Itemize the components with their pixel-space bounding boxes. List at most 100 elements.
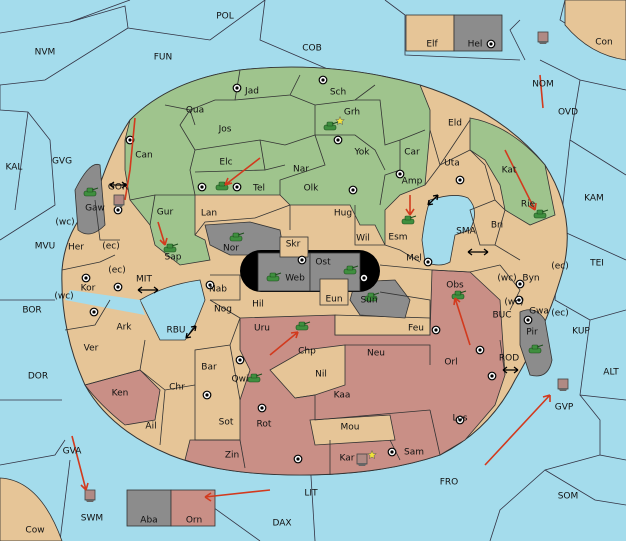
fleet-unit-icon[interactable] xyxy=(537,31,549,44)
label-dax: DAX xyxy=(272,519,291,529)
label-fro: FRO xyxy=(440,478,459,488)
label-nil: Nil xyxy=(315,370,327,380)
army-unit-icon[interactable] xyxy=(323,121,339,131)
supply-center-dot xyxy=(296,457,300,461)
label-yok: Yok xyxy=(353,148,370,158)
label-rie: Rie xyxy=(521,200,536,210)
army-unit-icon[interactable] xyxy=(528,344,544,354)
sea-mit-channel xyxy=(65,290,145,315)
label-fun: FUN xyxy=(154,53,173,63)
supply-center-dot xyxy=(200,185,204,189)
label-orn: Orn xyxy=(186,516,202,526)
supply-center-dot xyxy=(128,138,132,142)
sea-sma[interactable] xyxy=(421,195,475,266)
star-icon xyxy=(367,449,377,460)
label-kam: KAM xyxy=(584,194,604,204)
fleet-unit-icon[interactable] xyxy=(356,453,368,466)
army-unit-icon[interactable] xyxy=(295,321,311,331)
supply-center-dot xyxy=(235,86,239,90)
label-mel: Mel xyxy=(406,254,422,264)
label-sam: Sam xyxy=(404,448,424,458)
army-unit-icon[interactable] xyxy=(215,181,231,191)
supply-center-dot xyxy=(390,450,394,454)
label-nar: Nar xyxy=(293,165,309,175)
sea-rbu[interactable] xyxy=(139,279,206,341)
label-rod: ROD xyxy=(499,354,519,364)
label-sun: Sun xyxy=(360,296,377,306)
supply-center-dot xyxy=(490,374,494,378)
label-cow: Cow xyxy=(25,526,44,536)
label-wc1: (wc) xyxy=(55,218,74,228)
army-unit-icon[interactable] xyxy=(163,243,179,253)
army-unit-icon[interactable] xyxy=(533,209,549,219)
army-unit-icon[interactable] xyxy=(229,232,245,242)
label-ec3: (ec) xyxy=(551,262,569,272)
label-wil: Wil xyxy=(356,234,370,244)
supply-center-dot xyxy=(336,138,340,142)
label-mou: Mou xyxy=(341,423,360,433)
fleet-unit-icon[interactable] xyxy=(113,194,125,207)
army-unit-icon[interactable] xyxy=(343,265,359,275)
label-gwa: Gwa xyxy=(529,307,549,317)
province-pir[interactable] xyxy=(519,309,553,377)
label-hel: Hel xyxy=(468,40,483,50)
supply-center-dot xyxy=(351,188,355,192)
label-byn: Byn xyxy=(522,274,539,284)
army-unit-icon[interactable] xyxy=(401,215,417,225)
label-chp: Chp xyxy=(298,347,316,357)
star-icon xyxy=(335,115,345,126)
supply-centers xyxy=(81,39,533,464)
label-lit: LIT xyxy=(304,489,318,499)
army-unit-icon[interactable] xyxy=(247,373,263,383)
label-jos: Jos xyxy=(218,125,232,135)
province-mou[interactable] xyxy=(309,414,396,446)
label-tei: TEI xyxy=(589,259,604,269)
label-feu: Feu xyxy=(408,324,424,334)
label-con: Con xyxy=(595,38,613,48)
fleet-unit-icon[interactable] xyxy=(84,489,96,502)
label-elf: Elf xyxy=(426,40,438,50)
supply-center-dot xyxy=(526,318,530,322)
province-eun[interactable] xyxy=(319,278,349,306)
label-mit: MIT xyxy=(136,275,152,285)
label-ost: Ost xyxy=(315,258,331,268)
passage-arrows xyxy=(109,181,519,374)
label-gor: GOR xyxy=(108,183,128,193)
province-skr[interactable] xyxy=(279,236,309,258)
supply-center-dot xyxy=(458,418,462,422)
label-sap: Sap xyxy=(165,253,182,263)
label-cob: COB xyxy=(302,44,322,54)
label-bor: BOR xyxy=(22,306,41,316)
label-kal: KAL xyxy=(6,163,23,173)
supply-center-dot xyxy=(489,42,493,46)
label-elc: Elc xyxy=(219,158,232,168)
supply-center-dot xyxy=(517,298,521,302)
supply-center-dot xyxy=(398,172,402,176)
label-pol: POL xyxy=(216,12,234,22)
label-ail: Ail xyxy=(145,422,156,432)
label-grh: Grh xyxy=(344,108,360,118)
units xyxy=(83,31,569,502)
label-eun: Eun xyxy=(325,295,342,305)
label-uta: Uta xyxy=(444,159,460,169)
province-gaw[interactable] xyxy=(74,163,106,235)
province-aba[interactable] xyxy=(126,489,172,527)
label-ovd: OVD xyxy=(558,108,578,118)
label-nab: Nab xyxy=(209,285,227,295)
label-obs: Obs xyxy=(446,281,464,291)
label-ec2: (ec) xyxy=(108,266,126,276)
label-hil: Hil xyxy=(252,300,264,310)
army-unit-icon[interactable] xyxy=(266,272,282,282)
army-unit-icon[interactable] xyxy=(83,187,99,197)
province-ken[interactable] xyxy=(84,369,161,426)
label-kup: KUP xyxy=(572,327,590,337)
army-unit-icon[interactable] xyxy=(451,290,467,300)
army-unit-icon[interactable] xyxy=(364,292,380,302)
supply-center-dot xyxy=(518,282,522,286)
fleet-unit-icon[interactable] xyxy=(557,378,569,391)
label-bri: Bri xyxy=(491,221,503,231)
label-olk: Olk xyxy=(304,184,320,194)
supply-center-dot xyxy=(362,276,366,280)
label-tel: Tel xyxy=(252,184,265,194)
label-rbu: RBU xyxy=(166,326,185,336)
